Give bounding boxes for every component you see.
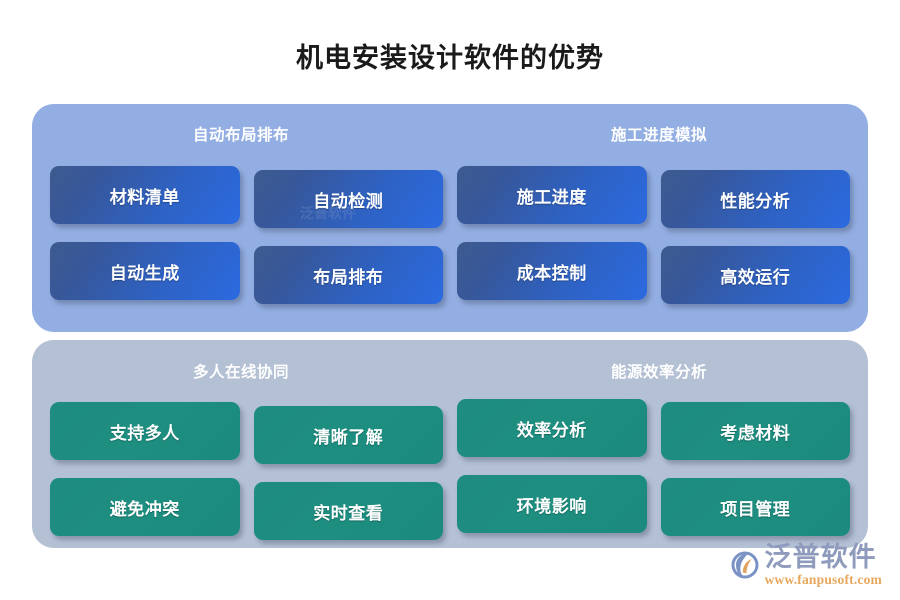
page-title: 机电安装设计软件的优势 <box>296 43 604 73</box>
panel-header-auto-layout: 自动布局排布 <box>192 127 289 144</box>
card-project-management[interactable]: 项目管理 <box>660 478 850 536</box>
card-construction-progress[interactable]: 施工进度 <box>457 166 647 224</box>
fanpu-logo-icon <box>731 551 759 579</box>
card-efficient-operation[interactable]: 高效运行 <box>660 246 850 304</box>
card-realtime-view[interactable]: 实时查看 <box>253 482 443 540</box>
card-environmental-impact[interactable]: 环境影响 <box>457 475 647 533</box>
brand-url: www.fanpusoft.com <box>764 571 882 587</box>
panel-automatic-layout: 自动布局排布 施工进度模拟 材料清单 自动检测 施工进度 性能分析 自动生成 布… <box>32 104 868 332</box>
brand-logo: 泛普软件 www.fanpusoft.com <box>730 541 882 587</box>
panel-header-energy-efficiency: 能源效率分析 <box>610 364 707 381</box>
card-layout-arrangement[interactable]: 布局排布 <box>253 246 443 304</box>
card-material-list[interactable]: 材料清单 <box>50 166 240 224</box>
panel-collaboration: 多人在线协同 能源效率分析 支持多人 清晰了解 效率分析 考虑材料 避免冲突 实… <box>32 340 868 548</box>
panel-header-schedule-simulation: 施工进度模拟 <box>610 127 707 144</box>
card-auto-generation[interactable]: 自动生成 <box>50 242 240 300</box>
green-card-grid: 支持多人 清晰了解 效率分析 考虑材料 避免冲突 实时查看 环境影响 项目管理 <box>32 399 868 540</box>
card-performance-analysis[interactable]: 性能分析 <box>660 170 850 228</box>
panel-header-row: 自动布局排布 施工进度模拟 <box>32 104 868 148</box>
card-avoid-conflicts[interactable]: 避免冲突 <box>50 478 240 536</box>
panel-header-row: 多人在线协同 能源效率分析 <box>32 340 868 384</box>
card-auto-detection[interactable]: 自动检测 <box>253 170 443 228</box>
card-clear-understanding[interactable]: 清晰了解 <box>253 406 443 464</box>
card-consider-materials[interactable]: 考虑材料 <box>660 402 850 460</box>
panel-header-multiuser-collaboration: 多人在线协同 <box>192 364 289 381</box>
card-support-multiuser[interactable]: 支持多人 <box>50 402 240 460</box>
blue-card-grid: 材料清单 自动检测 施工进度 性能分析 自动生成 布局排布 成本控制 高效运行 <box>32 166 868 304</box>
card-efficiency-analysis[interactable]: 效率分析 <box>457 399 647 457</box>
brand-text-block: 泛普软件 www.fanpusoft.com <box>764 541 882 587</box>
brand-name: 泛普软件 <box>764 541 877 572</box>
card-cost-control[interactable]: 成本控制 <box>457 242 647 300</box>
